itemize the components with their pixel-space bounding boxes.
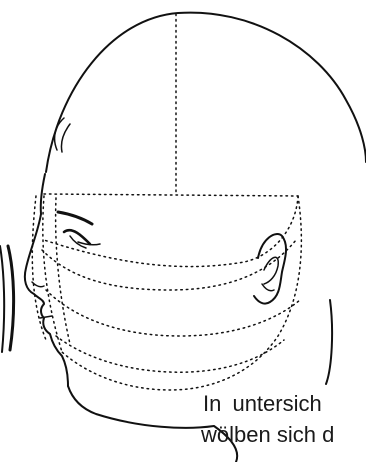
eye-brow bbox=[58, 212, 92, 224]
face-profile bbox=[25, 214, 68, 386]
hair-stroke bbox=[55, 118, 64, 150]
ear bbox=[254, 234, 286, 304]
eye bbox=[64, 230, 90, 244]
ear-inner bbox=[264, 257, 278, 284]
hair-stroke bbox=[61, 124, 70, 152]
caption-line-1: In untersich bbox=[203, 388, 334, 419]
neck-back bbox=[326, 300, 332, 384]
caption-line-2: wölben sich d bbox=[201, 419, 334, 450]
left-edge-figure bbox=[0, 246, 4, 352]
construction-lines bbox=[32, 14, 301, 390]
skull-outline bbox=[46, 13, 366, 172]
caption-text: In untersich wölben sich d bbox=[203, 388, 334, 450]
left-edge-figure bbox=[8, 246, 14, 350]
ear-inner bbox=[262, 284, 274, 291]
